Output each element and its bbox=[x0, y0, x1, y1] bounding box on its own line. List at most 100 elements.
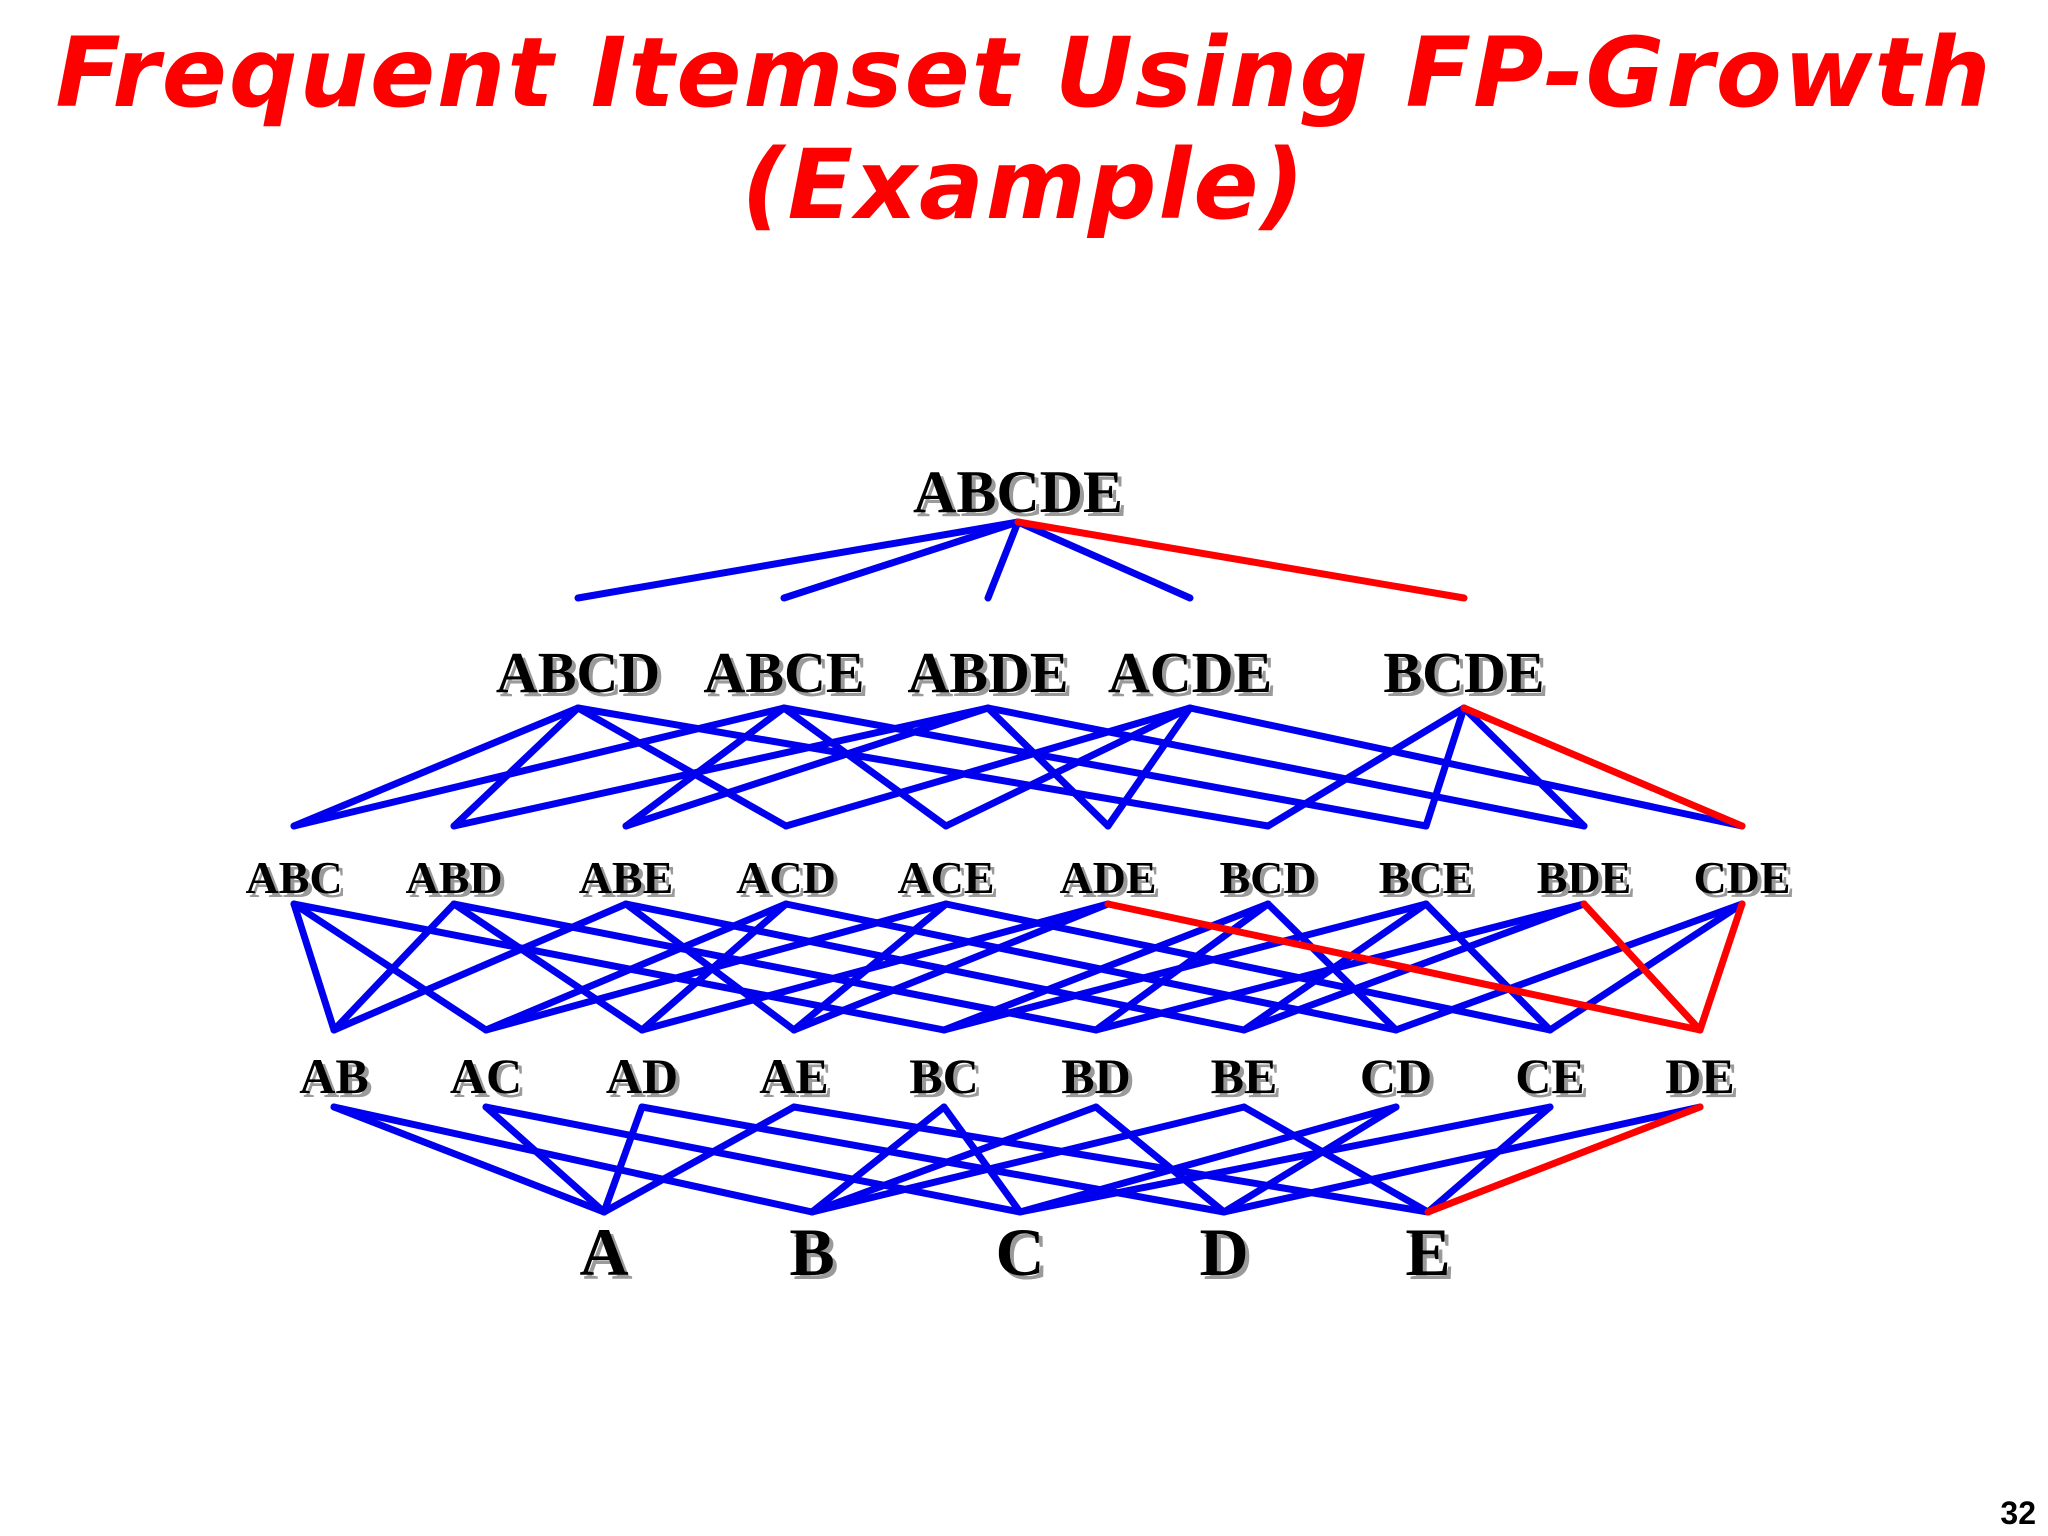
itemset-label: AE bbox=[759, 1048, 828, 1104]
lattice-edge-abce-bce bbox=[780, 704, 1430, 830]
itemset-label: A bbox=[579, 1214, 628, 1290]
itemset-label: ABDE bbox=[907, 640, 1068, 705]
itemset-label-shadow: BCDE bbox=[1387, 644, 1548, 709]
itemset-label: ACDE bbox=[1108, 640, 1272, 705]
highlighted-edge-cde-de bbox=[1696, 900, 1746, 1034]
lattice-edge-acde-ade bbox=[1104, 704, 1194, 830]
lattice-edge-abde-bde bbox=[984, 704, 1588, 830]
lattice-edge-bcd-cd bbox=[1264, 900, 1400, 1034]
itemset-label: AD bbox=[606, 1048, 678, 1104]
highlighted-edge-de-e bbox=[1424, 1103, 1704, 1216]
itemset-label: AC bbox=[450, 1048, 522, 1104]
lattice-edge-abde-abe bbox=[622, 704, 992, 830]
slide-title: Frequent Itemset Using FP-Growth bbox=[55, 17, 1993, 129]
itemset-label-shadow: ABCD bbox=[500, 644, 664, 709]
itemset-label-shadow: CDE bbox=[1697, 856, 1794, 907]
itemset-label-shadow: ABC bbox=[249, 856, 346, 907]
itemset-label-shadow: BCE bbox=[1383, 856, 1478, 907]
lattice-edge-abd-bd bbox=[450, 900, 1100, 1034]
lattice-edge-ac-a bbox=[482, 1103, 608, 1216]
itemset-label-shadow: ABD bbox=[409, 856, 506, 907]
itemset-label: E bbox=[1405, 1214, 1450, 1290]
itemset-label: BDE bbox=[1537, 852, 1632, 903]
slide-subtitle: (Example) bbox=[741, 129, 1307, 241]
lattice-edge-be-e bbox=[1240, 1103, 1432, 1216]
itemset-label: ACD bbox=[736, 852, 836, 903]
itemset-label: ABCDE bbox=[913, 459, 1123, 525]
itemset-node-d: DD bbox=[1199, 1214, 1252, 1294]
itemset-label: BE bbox=[1211, 1048, 1278, 1104]
itemset-label-shadow: BD bbox=[1065, 1052, 1134, 1108]
lattice-edges bbox=[290, 518, 1746, 1216]
highlighted-edge-bcde-cde bbox=[1460, 704, 1746, 830]
itemset-label-shadow: AD bbox=[610, 1052, 682, 1108]
itemset-label: ABD bbox=[405, 852, 502, 903]
lattice-edge-ad-d bbox=[638, 1103, 1228, 1216]
lattice-edge-abcd-abc bbox=[290, 704, 582, 830]
itemset-label: DE bbox=[1665, 1048, 1734, 1104]
lattice-edge-abcde-abce bbox=[780, 518, 1022, 602]
lattice-edge-bd-b bbox=[808, 1103, 1100, 1216]
itemset-label-shadow: D bbox=[1203, 1218, 1252, 1294]
itemset-label-shadow: CE bbox=[1519, 1052, 1588, 1108]
highlighted-edge-bde-de bbox=[1580, 900, 1704, 1034]
itemset-label-shadow: BC bbox=[913, 1052, 982, 1108]
itemset-node-b: BB bbox=[789, 1214, 838, 1294]
lattice-edge-abce-abe bbox=[622, 704, 788, 830]
itemset-label-shadow: ABCDE bbox=[917, 463, 1127, 529]
itemset-label: CE bbox=[1515, 1048, 1584, 1104]
lattice-edge-abe-be bbox=[622, 900, 1248, 1034]
lattice-edge-acde-ace bbox=[942, 704, 1194, 830]
itemset-label-shadow: ABE bbox=[583, 856, 678, 907]
lattice-edge-abcd-acd bbox=[574, 704, 790, 830]
lattice-edge-abde-ade bbox=[984, 704, 1112, 830]
lattice-edge-ae-e bbox=[790, 1103, 1432, 1216]
itemset-label-shadow: E bbox=[1409, 1218, 1454, 1294]
page-number: 32 bbox=[2000, 1495, 2036, 1531]
itemset-label: AB bbox=[299, 1048, 368, 1104]
itemset-label-shadow: AE bbox=[763, 1052, 832, 1108]
lattice-edge-abd-ad bbox=[450, 900, 646, 1034]
itemset-label-shadow: ACDE bbox=[1112, 644, 1276, 709]
itemset-label-shadow: ADE bbox=[1063, 856, 1160, 907]
itemset-label: CD bbox=[1360, 1048, 1432, 1104]
lattice-edge-bc-c bbox=[940, 1103, 1024, 1216]
itemset-label: ABC bbox=[245, 852, 342, 903]
itemset-label: D bbox=[1199, 1214, 1248, 1290]
itemset-label-shadow: B bbox=[793, 1218, 838, 1294]
itemset-node-e: EE bbox=[1405, 1214, 1454, 1294]
itemset-label-shadow: BDE bbox=[1541, 856, 1636, 907]
lattice-edge-acde-acd bbox=[782, 704, 1194, 830]
itemset-label: ADE bbox=[1059, 852, 1156, 903]
itemset-label-shadow: AC bbox=[454, 1052, 526, 1108]
itemset-label: BD bbox=[1061, 1048, 1130, 1104]
lattice-edge-cd-d bbox=[1220, 1103, 1400, 1216]
lattice-edge-bce-ce bbox=[1422, 900, 1554, 1034]
itemset-label-shadow: DE bbox=[1669, 1052, 1738, 1108]
lattice-edge-ac-c bbox=[482, 1103, 1024, 1216]
itemset-label-shadow: BE bbox=[1215, 1052, 1282, 1108]
itemset-label: ABCD bbox=[496, 640, 660, 705]
lattice-edge-acd-cd bbox=[782, 900, 1400, 1034]
lattice-edge-abcde-abde bbox=[984, 518, 1022, 602]
